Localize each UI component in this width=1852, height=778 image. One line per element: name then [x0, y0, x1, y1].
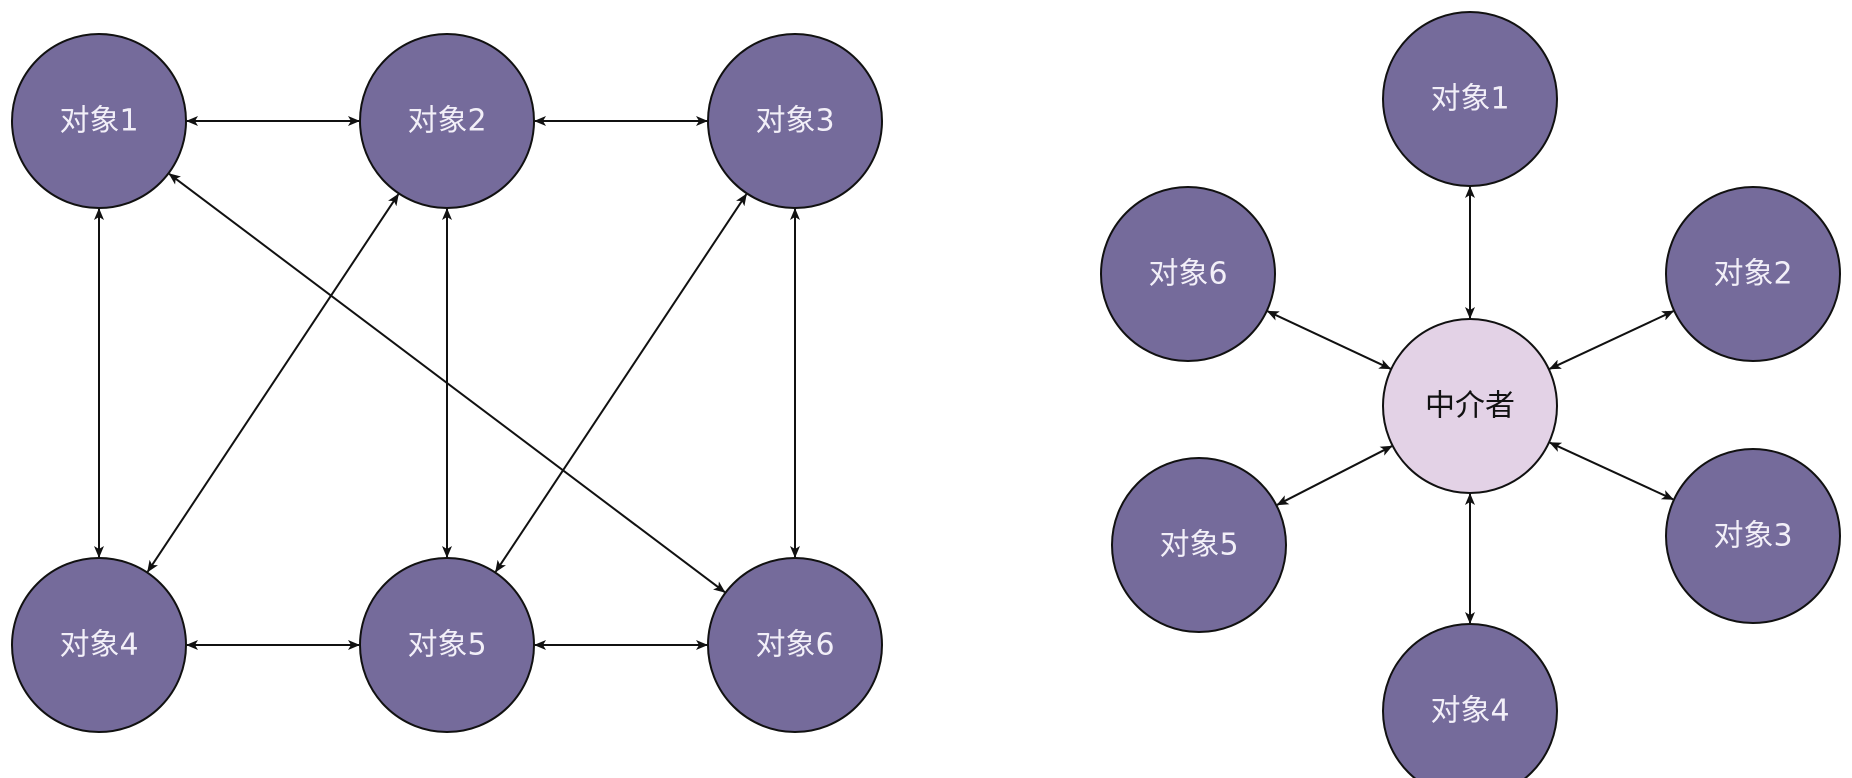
- mediator-satellite-1: 对象1: [1382, 11, 1558, 187]
- mesh-node-2-circle: [359, 33, 535, 209]
- mesh-node-3: 对象3: [707, 33, 883, 209]
- mediator-satellite-3-label: 对象3: [1713, 519, 1792, 554]
- mediator-network: 对象1 对象2 对象3 对象4 对象5 对象6 中介者: [1100, 11, 1841, 778]
- mediator-satellite-4-label: 对象4: [1430, 694, 1509, 729]
- mesh-edges: [94, 116, 800, 650]
- mediator-satellite-5: 对象5: [1111, 457, 1287, 633]
- connector-m3-m5: [494, 193, 748, 573]
- mediator-satellite-6-circle: [1100, 186, 1276, 362]
- connector-c-s2: [1548, 310, 1675, 370]
- connector-c-s5: [1276, 445, 1393, 506]
- mediator-satellite-4-circle: [1382, 623, 1558, 778]
- mediator-satellite-3-circle: [1665, 448, 1841, 624]
- mediator-satellite-1-circle: [1382, 11, 1558, 187]
- mediator-satellite-5-label: 对象5: [1159, 528, 1238, 563]
- mediator-edges: [1266, 186, 1675, 624]
- mesh-nodes: 对象1 对象2 对象3 对象4 对象5 对象6: [11, 33, 883, 733]
- mesh-node-4: 对象4: [11, 557, 187, 733]
- mesh-node-5-circle: [359, 557, 535, 733]
- mediator-satellite-6-label: 对象6: [1148, 257, 1227, 292]
- mediator-satellite-6: 对象6: [1100, 186, 1276, 362]
- mesh-node-3-label: 对象3: [755, 104, 834, 139]
- mediator-center-node-label: 中介者: [1425, 389, 1515, 424]
- mediator-satellite-2-label: 对象2: [1713, 257, 1792, 292]
- mesh-node-4-label: 对象4: [59, 628, 138, 663]
- mesh-node-2-label: 对象2: [407, 104, 486, 139]
- mediator-satellite-1-label: 对象1: [1430, 82, 1509, 117]
- mesh-node-1: 对象1: [11, 33, 187, 209]
- mediator-satellite-3: 对象3: [1665, 448, 1841, 624]
- mesh-node-3-circle: [707, 33, 883, 209]
- mesh-node-4-circle: [11, 557, 187, 733]
- mesh-node-1-circle: [11, 33, 187, 209]
- mesh-network: 对象1 对象2 对象3 对象4 对象5 对象6: [11, 33, 883, 733]
- mesh-node-6-label: 对象6: [755, 628, 834, 663]
- mediator-satellite-2-circle: [1665, 186, 1841, 362]
- mediator-satellite-4: 对象4: [1382, 623, 1558, 778]
- mediator-center-node: 中介者: [1382, 318, 1558, 494]
- mesh-node-5: 对象5: [359, 557, 535, 733]
- mesh-node-6-circle: [707, 557, 883, 733]
- mediator-satellite-2: 对象2: [1665, 186, 1841, 362]
- mesh-node-6: 对象6: [707, 557, 883, 733]
- mediator-center-node-circle: [1382, 318, 1558, 494]
- connector-c-s6: [1266, 310, 1392, 370]
- mesh-node-2: 对象2: [359, 33, 535, 209]
- mediator-nodes: 对象1 对象2 对象3 对象4 对象5 对象6 中介者: [1100, 11, 1841, 778]
- mediator-satellite-5-circle: [1111, 457, 1287, 633]
- mesh-node-1-label: 对象1: [59, 104, 138, 139]
- mesh-node-5-label: 对象5: [407, 628, 486, 663]
- connector-c-s3: [1549, 441, 1674, 501]
